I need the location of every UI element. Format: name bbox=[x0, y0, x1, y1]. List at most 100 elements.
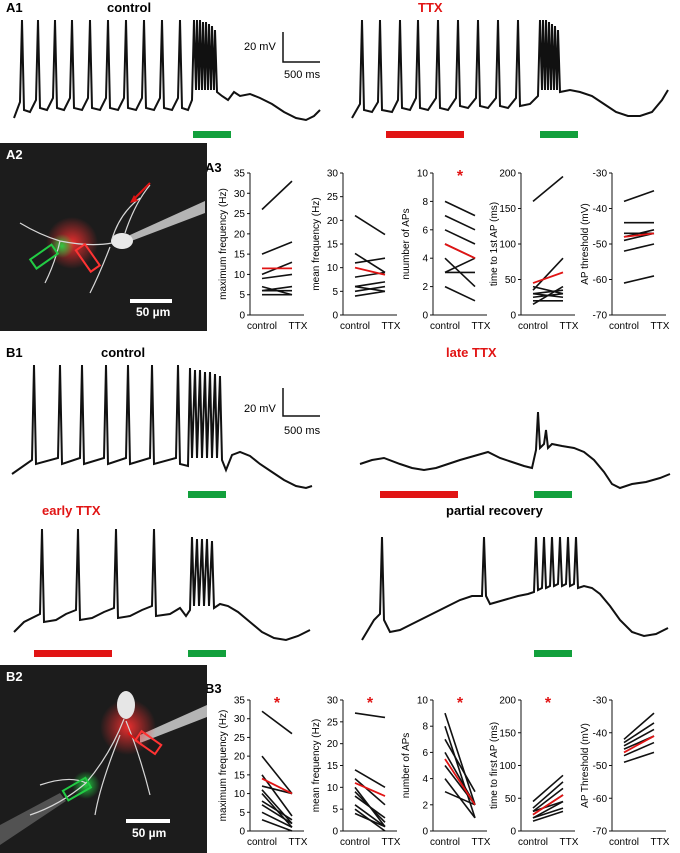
chart-A3-3-y-label: time to 1st AP (ms) bbox=[489, 202, 500, 286]
chart-B3-2-pair-line-6 bbox=[444, 790, 476, 806]
chart-B3-2-x-label-ttx: TTX bbox=[472, 837, 491, 848]
A1-ttx-trace bbox=[351, 19, 669, 119]
chart-A3-4-y-tick-label: -40 bbox=[593, 204, 608, 215]
chart-A3-1-y-label: mean frequency (Hz) bbox=[311, 197, 322, 290]
chart-B3-2-y-tick-label: 2 bbox=[422, 800, 428, 811]
A1-ttx-application-bar bbox=[386, 131, 464, 138]
chart-A3-1-y-tick-label: 30 bbox=[327, 169, 339, 180]
panel-label-A2: A2 bbox=[6, 147, 23, 162]
chart-A3-1-y-tick-label: 15 bbox=[327, 240, 339, 251]
chart-B3-4-pair-line-0 bbox=[623, 712, 655, 740]
chart-A3-1-pair-line-0 bbox=[354, 214, 386, 236]
chart-A3-3-y-tick-label: 0 bbox=[510, 311, 516, 322]
B1-early-ttx-trace bbox=[13, 528, 311, 642]
A1-control-stim-bar bbox=[193, 131, 231, 138]
chart-A3-1-mean-line bbox=[354, 266, 386, 276]
B1-late-ttx-stim-bar bbox=[534, 491, 572, 498]
chart-A3-2-y-tick-label: 4 bbox=[422, 254, 428, 265]
chart-B3-1-pair-line-2 bbox=[354, 777, 386, 806]
chart-B3-2-y-label: number of APs bbox=[401, 733, 412, 799]
chart-B3-1-y-label: mean frequency (Hz) bbox=[311, 719, 322, 812]
chart-B3-3-x-label-control: control bbox=[518, 837, 548, 848]
chart-A3-2-y-tick-label: 10 bbox=[417, 169, 429, 180]
chart-B3-0-pair-line-3 bbox=[261, 785, 293, 795]
chart-A3-1-y-tick-label: 0 bbox=[332, 311, 338, 322]
chart-A3-1-pair-line-7 bbox=[354, 290, 386, 297]
chart-B3-0-mean-line bbox=[261, 777, 293, 795]
chart-B3-4-y-tick-label: -60 bbox=[593, 794, 608, 805]
chart-A3-0-y-label: maximum frequency (Hz) bbox=[218, 188, 229, 300]
B1-control-trace bbox=[11, 364, 313, 490]
B1-late-ttx-title: late TTX bbox=[446, 345, 497, 360]
chart-A3-4-y-tick-label: -30 bbox=[593, 169, 608, 180]
chart-B3-4-x-label-ttx: TTX bbox=[651, 837, 670, 848]
chart-B3-0-x-label-control: control bbox=[247, 837, 277, 848]
chart-A3-2-y-label: nuumber of APs bbox=[401, 208, 412, 279]
chart-A3-4-pair-line-0 bbox=[623, 189, 655, 203]
chart-B3-3-y-tick-label: 50 bbox=[505, 794, 517, 805]
chart-A3-0-y-tick-label: 25 bbox=[234, 209, 246, 220]
chart-A3-4-y-label: AP threshold (mV) bbox=[580, 203, 591, 285]
B2-micrograph: B2 50 µm bbox=[0, 665, 207, 853]
chart-B3-4-y-tick-label: -30 bbox=[593, 696, 608, 707]
chart-B3-4-y-tick-label: -40 bbox=[593, 728, 608, 739]
chart-B3-2-mean-line bbox=[444, 758, 476, 806]
chart-B3-0-y-tick-label: 5 bbox=[239, 808, 245, 819]
chart-A3-2-pair-line-6 bbox=[444, 257, 476, 288]
B1-scale-voltage: 20 mV bbox=[244, 403, 276, 415]
chart-A3-2-significance-star: * bbox=[457, 168, 464, 185]
chart-B3-4-y-label: AP Threshold (mV) bbox=[580, 723, 591, 808]
chart-A3-1-pair-line-1 bbox=[354, 252, 386, 274]
chart-B3-3-pair-line-5 bbox=[532, 810, 564, 822]
chart-A3-4-x-label-control: control bbox=[609, 321, 639, 332]
chart-A3-0-y-tick-label: 5 bbox=[239, 290, 245, 301]
chart-B3-2-y-tick-label: 8 bbox=[422, 722, 428, 733]
B1-recovery-stim-bar bbox=[534, 650, 572, 657]
chart-A3-3-pair-line-7 bbox=[532, 285, 564, 295]
chart-B3-1-mean-line bbox=[354, 782, 386, 797]
B1-early-ttx-application-bar bbox=[34, 650, 112, 657]
chart-A3-1-y-tick-label: 25 bbox=[327, 192, 339, 203]
chart-B3-1-pair-line-8 bbox=[354, 812, 386, 828]
chart-A3-0-y-tick-label: 20 bbox=[234, 229, 246, 240]
chart-B3-0-y-tick-label: 25 bbox=[234, 733, 246, 744]
chart-B3-0-y-tick-label: 20 bbox=[234, 752, 246, 763]
B1-control-title: control bbox=[101, 345, 145, 360]
chart-A3-3-x-label-control: control bbox=[518, 321, 548, 332]
chart-B3-0-y-tick-label: 15 bbox=[234, 770, 246, 781]
chart-B3-3-y-tick-label: 0 bbox=[510, 827, 516, 838]
chart-A3-3-y-tick-label: 150 bbox=[499, 204, 516, 215]
chart-B3-4-x-label-control: control bbox=[609, 837, 639, 848]
chart-B3-3-pair-line-0 bbox=[532, 774, 564, 803]
chart-A3-2-mean-line bbox=[444, 243, 476, 260]
chart-B3-0-pair-line-0 bbox=[261, 710, 293, 735]
chart-B3-3-x-label-ttx: TTX bbox=[560, 837, 579, 848]
chart-B3-4-y-tick-label: -50 bbox=[593, 761, 608, 772]
B1-early-ttx-title: early TTX bbox=[42, 503, 101, 518]
chart-A3-2-pair-line-2 bbox=[444, 229, 476, 245]
chart-B3-4-mean-line bbox=[623, 735, 655, 754]
B1-early-ttx-stim-bar bbox=[188, 650, 226, 657]
chart-B3-0-y-tick-label: 35 bbox=[234, 696, 246, 707]
chart-A3-3-pair-line-2 bbox=[532, 289, 564, 295]
chart-A3-1-x-label-control: control bbox=[340, 321, 370, 332]
chart-B3-1-x-label-control: control bbox=[340, 837, 370, 848]
chart-A3-3-pair-line-1 bbox=[532, 257, 564, 291]
chart-A3-3-pair-line-6 bbox=[532, 285, 564, 306]
A2-micrograph: A2 50 µm bbox=[0, 143, 207, 331]
chart-B3-0-y-tick-label: 10 bbox=[234, 789, 246, 800]
chart-B3-0-pair-line-1 bbox=[261, 755, 293, 795]
A1-scale-time: 500 ms bbox=[284, 69, 321, 81]
chart-B3-0-pair-line-6 bbox=[261, 800, 293, 821]
chart-B3-3-pair-line-4 bbox=[532, 800, 564, 819]
chart-B3-0-pair-line-4 bbox=[261, 789, 293, 825]
chart-A3-4-pair-line-6 bbox=[623, 275, 655, 284]
chart-A3-0-pair-line-1 bbox=[261, 241, 293, 255]
panel-label-B1: B1 bbox=[6, 345, 23, 360]
chart-B3-1-pair-line-6 bbox=[354, 804, 386, 828]
chart-A3-3-y-tick-label: 50 bbox=[505, 275, 517, 286]
